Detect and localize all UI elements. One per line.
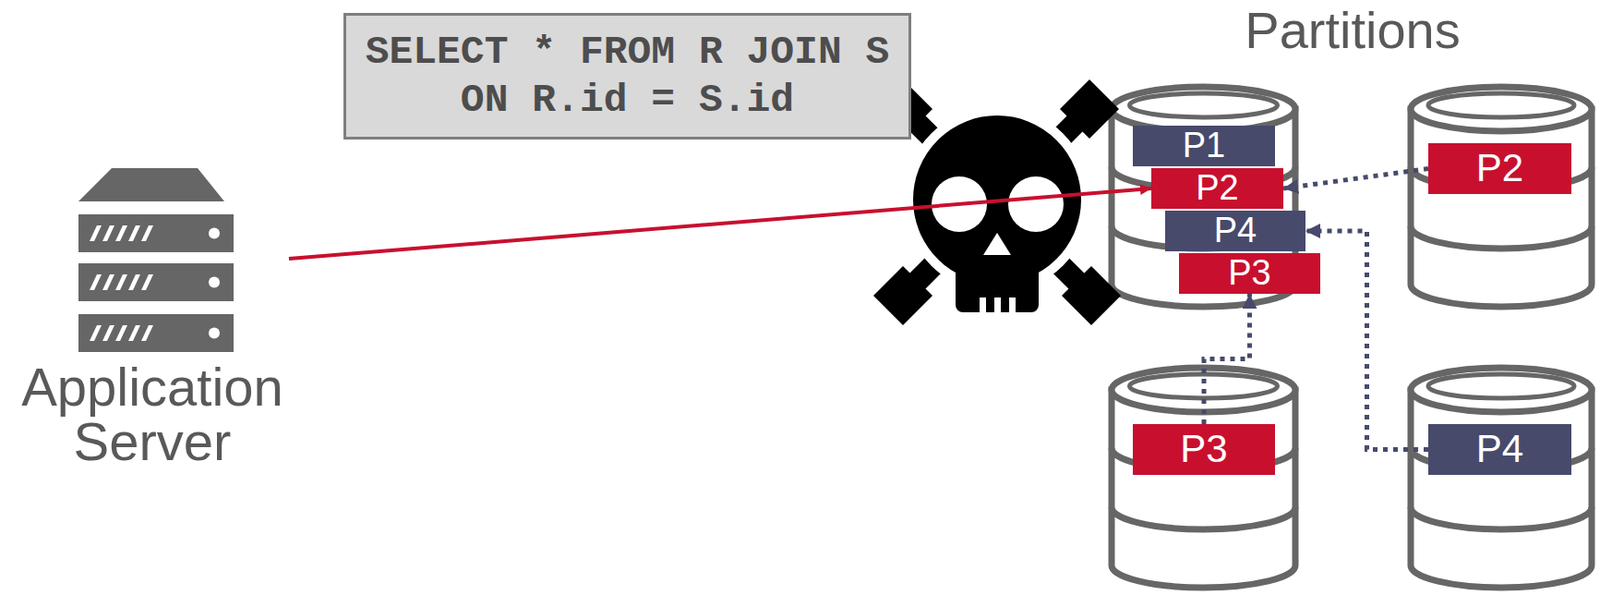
node-text: SELECT * FROM R JOIN S ON R.id = S.id — [360, 28, 894, 124]
cylinder-body — [1410, 108, 1592, 307]
partition-box: P2 — [1151, 168, 1284, 209]
vent-slash — [89, 225, 102, 241]
status-light — [208, 327, 220, 339]
vent-slash — [89, 324, 102, 341]
vent-slash — [128, 324, 141, 341]
data-transfer-arrow — [1283, 168, 1429, 190]
vent-slash — [141, 225, 154, 241]
cylinder-body — [1410, 389, 1592, 588]
skull-tooth-gap — [994, 297, 1001, 313]
vent-slash — [115, 225, 128, 241]
server-rack — [78, 263, 234, 301]
status-light — [208, 228, 220, 240]
server-icon — [15, 166, 289, 356]
cylinder-band — [1410, 226, 1592, 249]
vent-slash — [128, 225, 141, 241]
server-rack — [78, 313, 234, 352]
node-text: P2 — [1476, 146, 1524, 190]
node-label: Application Server — [15, 359, 289, 469]
vent-slash — [102, 225, 115, 241]
partition-box: P4 — [1428, 423, 1572, 475]
node-text: P3 — [1179, 427, 1228, 470]
bone-end — [1059, 79, 1119, 139]
query-route — [288, 188, 1152, 259]
node-text: P4 — [1476, 427, 1524, 470]
cylinder-top — [1111, 86, 1296, 132]
partition-box: P1 — [1132, 125, 1276, 167]
data-transfer-arrow — [1203, 293, 1251, 424]
database-cylinder — [1410, 86, 1592, 307]
node-text: P2 — [1195, 168, 1239, 208]
partition-box: P2 — [1428, 143, 1572, 194]
vent-slash — [128, 274, 141, 290]
application-server: Application Server — [15, 166, 289, 469]
cylinder-rim — [1130, 93, 1278, 118]
vent-slash — [141, 324, 154, 341]
cylinder-rim — [1130, 373, 1278, 398]
partition-box: P3 — [1178, 252, 1321, 294]
skull-jaw — [955, 251, 1039, 313]
database-cylinder — [1410, 367, 1592, 588]
query-box: SELECT * FROM R JOIN S ON R.id = S.id — [343, 12, 912, 140]
skull-tooth-gap — [979, 297, 987, 313]
node-text: P4 — [1214, 211, 1257, 251]
cylinder-band — [1111, 506, 1296, 530]
partition-box: P3 — [1132, 423, 1276, 475]
vent-slash — [115, 324, 128, 341]
cylinder-rim — [1428, 373, 1575, 398]
vent-slash — [89, 274, 102, 290]
node-text: P1 — [1182, 126, 1226, 166]
cylinder-top — [1410, 367, 1592, 412]
node-text: P3 — [1227, 253, 1271, 293]
vent-slash — [141, 274, 154, 290]
server-top — [78, 168, 225, 202]
cylinder-band — [1410, 506, 1592, 530]
skull-nose — [983, 232, 1011, 255]
skull-tooth-gap — [1009, 297, 1016, 313]
cylinder-top — [1410, 86, 1592, 132]
group-heading: Partitions — [1200, 1, 1505, 60]
bone-end — [1061, 265, 1121, 325]
vent-slash — [102, 324, 115, 341]
cylinder-rim — [1428, 93, 1575, 118]
vent-slash — [115, 274, 128, 290]
partition-box: P4 — [1165, 210, 1306, 252]
status-light — [208, 276, 220, 289]
skull-eye — [1008, 176, 1064, 232]
vent-slash — [102, 274, 115, 290]
bone-end — [873, 265, 933, 325]
data-transfer-arrow — [1305, 230, 1429, 450]
server-rack — [78, 214, 234, 253]
